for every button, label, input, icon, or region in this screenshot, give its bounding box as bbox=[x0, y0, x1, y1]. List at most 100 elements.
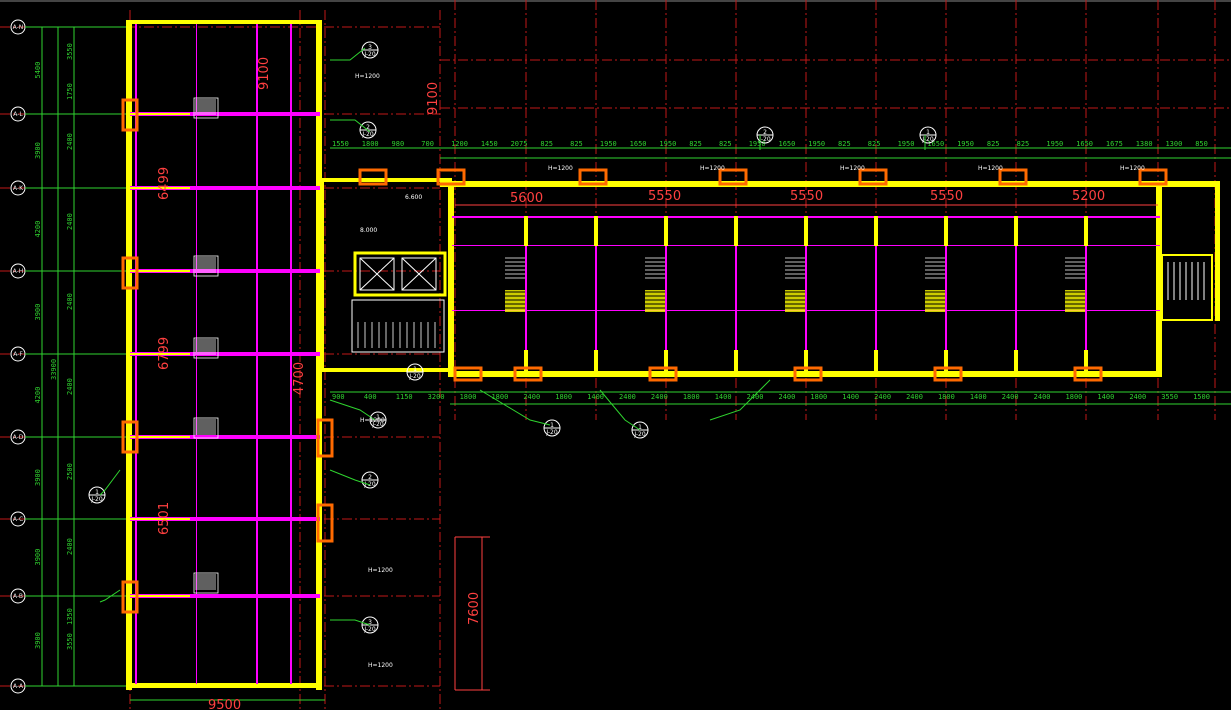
main-wing-walls bbox=[440, 181, 1220, 377]
top-dim: 1650 bbox=[1076, 140, 1093, 148]
top-dim: 825 bbox=[570, 140, 583, 148]
callout-ref: J-20 bbox=[545, 429, 558, 436]
bottom-dim: 2400 bbox=[1002, 393, 1019, 401]
dim-4700: 4700 bbox=[292, 362, 307, 395]
top-dim: 825 bbox=[540, 140, 553, 148]
bottom-dim: 3550 bbox=[1161, 393, 1178, 401]
partition-wall-core bbox=[130, 353, 190, 355]
core-stair-treads bbox=[357, 322, 436, 348]
callout-num: 2 bbox=[368, 474, 372, 481]
railing-height-note: H=1200 bbox=[700, 165, 725, 172]
railing-height-note: H=1200 bbox=[1120, 165, 1145, 172]
partition-wall bbox=[130, 435, 320, 439]
railing-height-note: H=1200 bbox=[360, 417, 385, 424]
railing-height-note: H=1200 bbox=[978, 165, 1003, 172]
stair-flight bbox=[193, 337, 219, 359]
top-dimension-chain bbox=[330, 147, 1231, 159]
bottom-dim: 2400 bbox=[523, 393, 540, 401]
railing-height-note: H=1200 bbox=[368, 662, 393, 669]
window-bay bbox=[858, 168, 888, 186]
top-dim: 825 bbox=[838, 140, 851, 148]
dim-6501: 6501 bbox=[157, 502, 172, 535]
unit-stair bbox=[925, 257, 945, 312]
column bbox=[524, 216, 528, 246]
window-bay bbox=[453, 366, 483, 382]
dim-5550-c: 5550 bbox=[930, 189, 963, 204]
column bbox=[874, 350, 878, 372]
window-bay bbox=[1073, 366, 1103, 382]
partition bbox=[945, 246, 947, 371]
window-bay bbox=[121, 580, 139, 614]
top-dim: 1950 bbox=[600, 140, 617, 148]
detail-callout: 1J-20 bbox=[406, 363, 424, 381]
dim-5550-b: 5550 bbox=[790, 189, 823, 204]
grid-lines-main-wing bbox=[440, 0, 1231, 420]
top-dim: 850 bbox=[1195, 140, 1208, 148]
column bbox=[734, 216, 738, 246]
unit-stair bbox=[645, 257, 665, 312]
unit-stair bbox=[505, 257, 525, 312]
top-dim: 2075 bbox=[511, 140, 528, 148]
partition bbox=[805, 246, 807, 371]
leader-lines bbox=[99, 47, 926, 626]
window-bay bbox=[121, 256, 139, 290]
axis-bubble-a-f: A-F bbox=[10, 346, 126, 362]
partition bbox=[525, 246, 527, 371]
axis-label: A-H bbox=[13, 268, 24, 275]
window-bay bbox=[513, 366, 543, 382]
dim-5550-a: 5550 bbox=[648, 189, 681, 204]
top-dim: 825 bbox=[689, 140, 702, 148]
column bbox=[594, 216, 598, 246]
bottom-dim: 1400 bbox=[587, 393, 604, 401]
bottom-dim: 1800 bbox=[683, 393, 700, 401]
window-bay bbox=[1138, 168, 1168, 186]
top-dim: 1450 bbox=[481, 140, 498, 148]
callout-ref: J-20 bbox=[921, 136, 934, 143]
stair-flight bbox=[193, 572, 219, 594]
column bbox=[734, 350, 738, 372]
callout-ref: J-20 bbox=[90, 496, 103, 503]
top-dim: 1380 bbox=[1136, 140, 1153, 148]
axis-label: A-L bbox=[13, 111, 23, 118]
top-dim: 825 bbox=[868, 140, 881, 148]
stair-flight bbox=[193, 255, 219, 277]
left-dim-inner: 2400 bbox=[66, 378, 74, 395]
callout-ref: J-20 bbox=[633, 431, 646, 438]
top-dim: 1950 bbox=[749, 140, 766, 148]
axis-bubble-a-c: A-C bbox=[10, 511, 126, 527]
column bbox=[944, 350, 948, 372]
left-axis-bubbles: A-NA-LA-KA-HA-FA-DA-CA-BA-A bbox=[10, 19, 126, 694]
unit-stair bbox=[785, 257, 805, 312]
column bbox=[664, 350, 668, 372]
column bbox=[1084, 350, 1088, 372]
dim-7600-block bbox=[454, 536, 490, 691]
axis-label: A-N bbox=[13, 24, 24, 31]
column bbox=[874, 216, 878, 246]
column bbox=[1014, 216, 1018, 246]
top-dim: 1650 bbox=[630, 140, 647, 148]
bottom-dim: 2400 bbox=[651, 393, 668, 401]
callout-num: 1 bbox=[376, 414, 380, 421]
window-bay bbox=[316, 503, 334, 543]
bottom-dim: 3200 bbox=[428, 393, 445, 401]
axis-bubble-a-d: A-D bbox=[10, 429, 126, 445]
main-wing-bottom-windows bbox=[453, 366, 1103, 382]
detail-callout: 3J-20 bbox=[361, 41, 379, 59]
dim-9100-right: 9100 bbox=[426, 82, 441, 115]
callout-ref: J-20 bbox=[363, 51, 376, 58]
column bbox=[804, 350, 808, 372]
detail-callout: 1J-20 bbox=[369, 411, 387, 429]
dim-6799: 6799 bbox=[157, 337, 172, 370]
partition-wall-core bbox=[130, 187, 190, 189]
window-bay bbox=[121, 98, 139, 132]
left-wing-stairs bbox=[193, 97, 219, 594]
axis-label: A-D bbox=[13, 434, 24, 441]
bottom-dim: 2400 bbox=[779, 393, 796, 401]
partition-wall-core bbox=[130, 436, 190, 438]
main-wing-top-windows bbox=[358, 168, 1168, 186]
partition bbox=[735, 246, 737, 371]
left-dim-outer: 3900 bbox=[34, 549, 42, 566]
window-bay bbox=[793, 366, 823, 382]
